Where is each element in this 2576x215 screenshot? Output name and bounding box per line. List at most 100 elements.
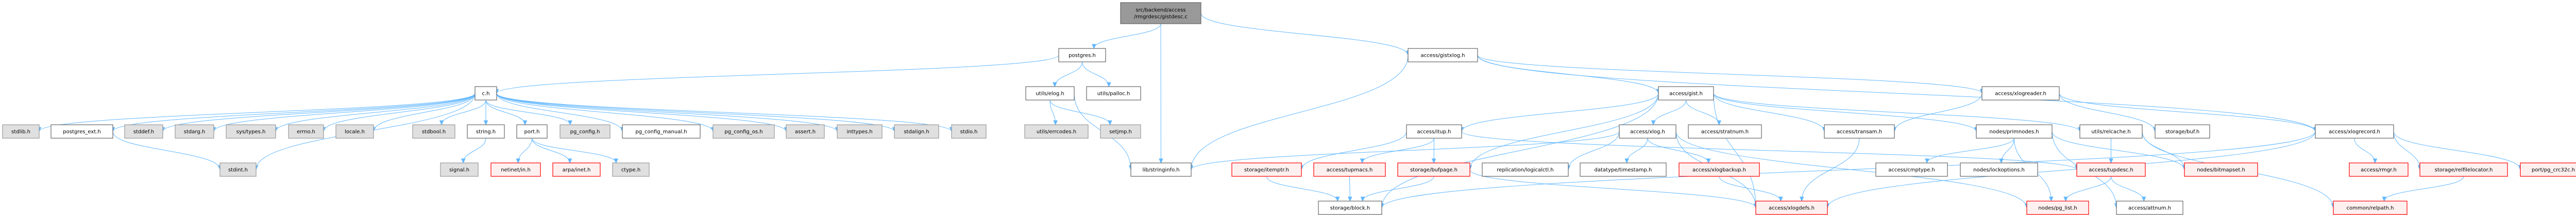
node-box xyxy=(2026,201,2089,215)
node-stdalign[interactable]: stdalign.h xyxy=(894,124,939,139)
node-bufpage[interactable]: storage/bufpage.h xyxy=(1397,162,1470,177)
node-relfilelocator[interactable]: storage/relfilelocator.h xyxy=(2419,162,2508,177)
node-xlogrecord[interactable]: access/xlogrecord.h xyxy=(2315,124,2394,139)
node-ch[interactable]: c.h xyxy=(474,86,497,101)
edge-gist-to-xlogdefs xyxy=(1713,93,1756,208)
node-netinet[interactable]: netinet/in.h xyxy=(490,162,541,177)
node-label: pg_config.h xyxy=(570,129,600,135)
node-buf[interactable]: storage/buf.h xyxy=(2155,124,2210,139)
node-stdio[interactable]: stdio.h xyxy=(951,124,987,139)
node-relcache[interactable]: utils/relcache.h xyxy=(2079,124,2143,139)
node-errcodes[interactable]: utils/errcodes.h xyxy=(1024,124,1089,139)
edge-ch-to-port xyxy=(485,100,526,125)
node-box xyxy=(1025,86,1075,101)
node-box xyxy=(288,124,324,139)
node-label: c.h xyxy=(482,91,489,97)
edge-string-to-signal xyxy=(463,138,486,163)
node-arpa[interactable]: arpa/inet.h xyxy=(552,162,601,177)
node-label: utils/palloc.h xyxy=(1097,91,1130,97)
node-attnum[interactable]: access/attnum.h xyxy=(2116,201,2183,215)
edge-xlog-to-xlogbackup xyxy=(1647,138,1709,163)
node-label: storage/relfilelocator.h xyxy=(2435,168,2493,173)
node-rmgr[interactable]: access/rmgr.h xyxy=(2349,162,2409,177)
node-pg-config-manual[interactable]: pg_config_manual.h xyxy=(622,124,701,139)
node-box xyxy=(467,124,505,139)
node-pg-config[interactable]: pg_config.h xyxy=(560,124,611,139)
node-locale[interactable]: locale.h xyxy=(335,124,374,139)
node-tupdesc[interactable]: access/tupdesc.h xyxy=(2076,162,2146,177)
node-stdarg[interactable]: stdarg.h xyxy=(175,124,214,139)
node-signal[interactable]: signal.h xyxy=(440,162,479,177)
node-systypes[interactable]: sys/types.h xyxy=(226,124,276,139)
arrowhead-icon xyxy=(1999,158,2004,164)
node-box xyxy=(2184,162,2258,177)
node-stddef[interactable]: stddef.h xyxy=(124,124,163,139)
node-stdbool[interactable]: stdbool.h xyxy=(412,124,455,139)
node-string[interactable]: string.h xyxy=(467,124,505,139)
node-errno[interactable]: errno.h xyxy=(288,124,324,139)
node-label: netinet/in.h xyxy=(501,168,531,173)
node-label: access/xlogbackup.h xyxy=(1692,168,1746,173)
node-stratnum[interactable]: access/stratnum.h xyxy=(1688,124,1762,139)
node-box xyxy=(474,86,497,101)
node-postgres-ext[interactable]: postgres_ext.h xyxy=(50,124,113,139)
node-pg-crc32c[interactable]: port/pg_crc32c.h xyxy=(2520,162,2576,177)
node-cmptype[interactable]: access/cmptype.h xyxy=(1875,162,1948,177)
edge-ch-to-pg_config_os xyxy=(496,93,714,132)
node-xlogbackup[interactable]: access/xlogbackup.h xyxy=(1679,162,1760,177)
node-postgres[interactable]: postgres.h xyxy=(1058,48,1106,62)
node-gist[interactable]: access/gist.h xyxy=(1658,86,1714,101)
edge-gist-to-block xyxy=(1381,93,1659,208)
node-stdint[interactable]: stdint.h xyxy=(219,162,257,177)
edge-xlogreader-to-xlogrecord xyxy=(2059,93,2316,132)
node-itup[interactable]: access/itup.h xyxy=(1406,124,1462,139)
node-box xyxy=(1679,162,1760,177)
node-label: access/xlog.h xyxy=(1630,129,1665,135)
node-label: errno.h xyxy=(297,129,315,135)
node-elog[interactable]: utils/elog.h xyxy=(1025,86,1075,101)
node-palloc[interactable]: utils/palloc.h xyxy=(1086,86,1141,101)
node-itemptr[interactable]: storage/itemptr.h xyxy=(1231,162,1302,177)
node-inttypes[interactable]: inttypes.h xyxy=(837,124,883,139)
node-box xyxy=(440,162,479,177)
node-assert[interactable]: assert.h xyxy=(786,124,825,139)
edge-ch-to-stdio xyxy=(496,93,952,132)
edge-ch-to-errno xyxy=(323,93,476,132)
node-block[interactable]: storage/block.h xyxy=(1318,201,1382,215)
node-timestamp[interactable]: datatype/timestamp.h xyxy=(1580,162,1667,177)
node-port[interactable]: port.h xyxy=(516,124,548,139)
node-primnodes[interactable]: nodes/primnodes.h xyxy=(1976,124,2053,139)
node-pg-config-os[interactable]: pg_config_os.h xyxy=(713,124,775,139)
node-logicalctl[interactable]: replication/logicalctl.h xyxy=(1482,162,1569,177)
node-box xyxy=(1058,48,1106,62)
node-relpath[interactable]: common/relpath.h xyxy=(2333,201,2408,215)
node-stringinfo[interactable]: lib/stringinfo.h xyxy=(1130,162,1192,177)
node-lockoptions[interactable]: nodes/lockoptions.h xyxy=(1960,162,2038,177)
edge-elog-to-setjmp xyxy=(1049,100,1110,125)
node-stdlib[interactable]: stdlib.h xyxy=(2,124,40,139)
node-ctype[interactable]: ctype.h xyxy=(612,162,650,177)
node-box xyxy=(1120,2,1201,24)
node-label: access/xlogreader.h xyxy=(1995,91,2046,97)
node-setjmp[interactable]: setjmp.h xyxy=(1100,124,1141,139)
arrowhead-icon xyxy=(522,120,528,126)
node-gistxlog[interactable]: access/gistxlog.h xyxy=(1408,48,1478,62)
edge-xlog-to-stringinfo xyxy=(1191,131,1620,170)
node-label: access/tupdesc.h xyxy=(2089,168,2133,173)
node-box xyxy=(1482,162,1569,177)
node-transam[interactable]: access/transam.h xyxy=(1824,124,1895,139)
node-xlogreader[interactable]: access/xlogreader.h xyxy=(1981,86,2060,101)
node-pg-list[interactable]: nodes/pg_list.h xyxy=(2026,201,2089,215)
edge-transam-to-xlogdefs xyxy=(1801,138,1860,202)
node-xlogdefs[interactable]: access/xlogdefs.h xyxy=(1755,201,1828,215)
arrowhead-icon xyxy=(461,158,466,164)
edge-gist-to-relcache xyxy=(1713,93,2080,132)
node-tupmacs[interactable]: access/tupmacs.h xyxy=(1313,162,1386,177)
edge-ch-to-systypes xyxy=(275,93,476,132)
node-label: signal.h xyxy=(449,168,469,173)
edge-bufpage-to-xlogdefs xyxy=(1469,169,1756,208)
node-box xyxy=(1408,48,1478,62)
node-bitmapset[interactable]: nodes/bitmapset.h xyxy=(2184,162,2258,177)
node-xlog[interactable]: access/xlog.h xyxy=(1619,124,1676,139)
arrowhead-icon xyxy=(483,120,488,126)
